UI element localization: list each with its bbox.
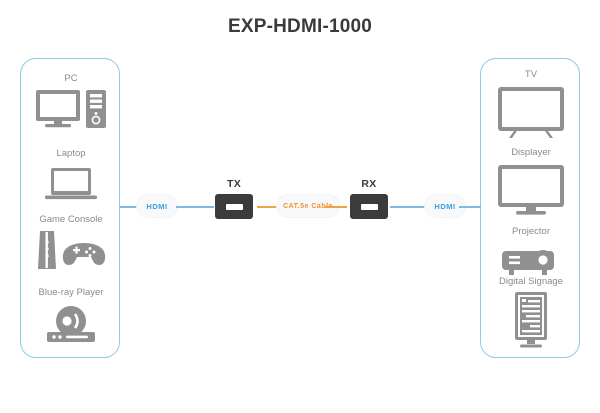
- tx-unit-label: TX: [226, 178, 242, 190]
- page-title: EXP-HDMI-1000: [227, 16, 373, 37]
- bluray-player-icon: [21, 301, 121, 345]
- link-hdmi-out-to-display: [459, 206, 481, 208]
- game-console-icon: [21, 228, 121, 272]
- tx-port-icon: [225, 203, 243, 210]
- link-source-to-hdmi-in: [120, 206, 144, 208]
- digital-signage-icon: [481, 290, 581, 352]
- hdmi-input-badge: HDMI: [137, 195, 177, 217]
- source-device-panel: PC: [20, 58, 120, 358]
- rx-unit: [350, 194, 388, 219]
- link-rx-to-hdmi-out: [390, 206, 427, 208]
- device-pc: PC: [21, 73, 121, 131]
- tv-icon: [481, 83, 581, 141]
- tx-unit: [215, 194, 253, 219]
- cat5e-cable-badge: CAT.5e Cable: [277, 195, 339, 217]
- laptop-icon: [21, 162, 121, 206]
- device-projector: Projector: [481, 226, 581, 284]
- link-tx-to-cable: [257, 206, 279, 208]
- device-bluray-player: Blue-ray Player: [21, 287, 121, 345]
- device-tv-label: TV: [524, 69, 538, 80]
- device-digital-signage: Digital Signage: [481, 276, 581, 352]
- device-tv: TV: [481, 69, 581, 141]
- device-digital-signage-label: Digital Signage: [499, 276, 563, 287]
- projector-icon: [481, 240, 581, 284]
- device-laptop-label: Laptop: [56, 148, 86, 159]
- link-hdmi-in-to-tx: [176, 206, 214, 208]
- device-laptop: Laptop: [21, 148, 121, 206]
- device-game-console: Game Console: [21, 214, 121, 272]
- device-projector-label: Projector: [511, 226, 550, 237]
- device-game-console-label: Game Console: [39, 214, 103, 225]
- rx-port-icon: [360, 203, 378, 210]
- rx-unit-label: RX: [361, 178, 377, 190]
- link-cable-to-rx: [325, 206, 347, 208]
- device-displayer: Displayer: [481, 147, 581, 219]
- device-pc-label: PC: [64, 73, 78, 84]
- device-bluray-player-label: Blue-ray Player: [38, 287, 104, 298]
- device-displayer-label: Displayer: [511, 147, 551, 158]
- hdmi-output-badge: HDMI: [425, 195, 465, 217]
- monitor-icon: [481, 161, 581, 219]
- desktop-computer-icon: [21, 87, 121, 131]
- display-device-panel: TV Displayer: [480, 58, 580, 358]
